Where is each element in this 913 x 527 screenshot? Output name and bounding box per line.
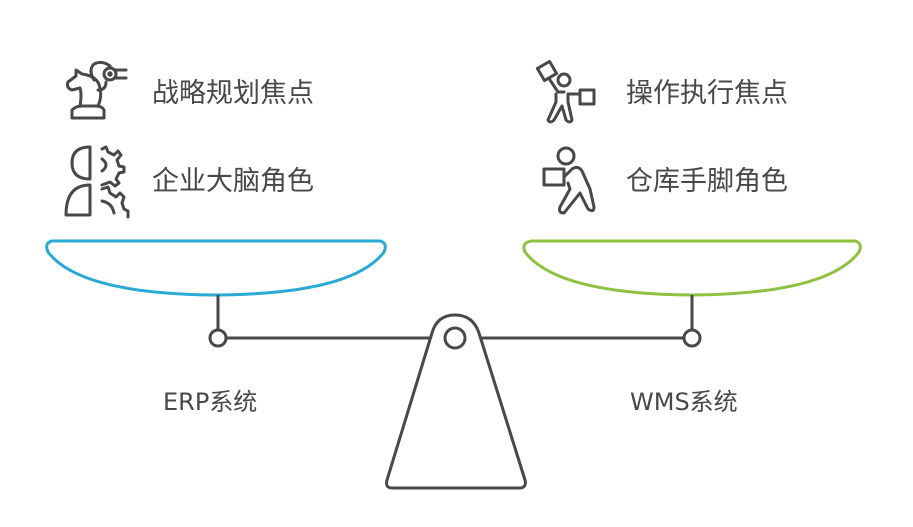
chess-knight-strategy-icon [66, 60, 128, 120]
person-carrying-box-icon [542, 146, 596, 215]
right-pan [522, 239, 862, 297]
right-item-label-2: 仓库手脚角色 [626, 166, 788, 197]
fulcrum-pivot [443, 326, 467, 350]
right-pivot [682, 328, 702, 348]
right-item-label-1: 操作执行焦点 [626, 78, 788, 109]
left-pivot [208, 328, 228, 348]
left-pan [45, 239, 387, 297]
head-gear-brain-icon [64, 145, 130, 219]
erp-system-label: ERP系统 [163, 388, 258, 416]
left-item-label-1: 战略规划焦点 [152, 78, 314, 109]
fulcrum [385, 313, 527, 490]
wms-system-label: WMS系统 [630, 388, 738, 416]
left-item-label-2: 企业大脑角色 [152, 166, 314, 197]
worker-carrying-boxes-icon [535, 59, 596, 124]
